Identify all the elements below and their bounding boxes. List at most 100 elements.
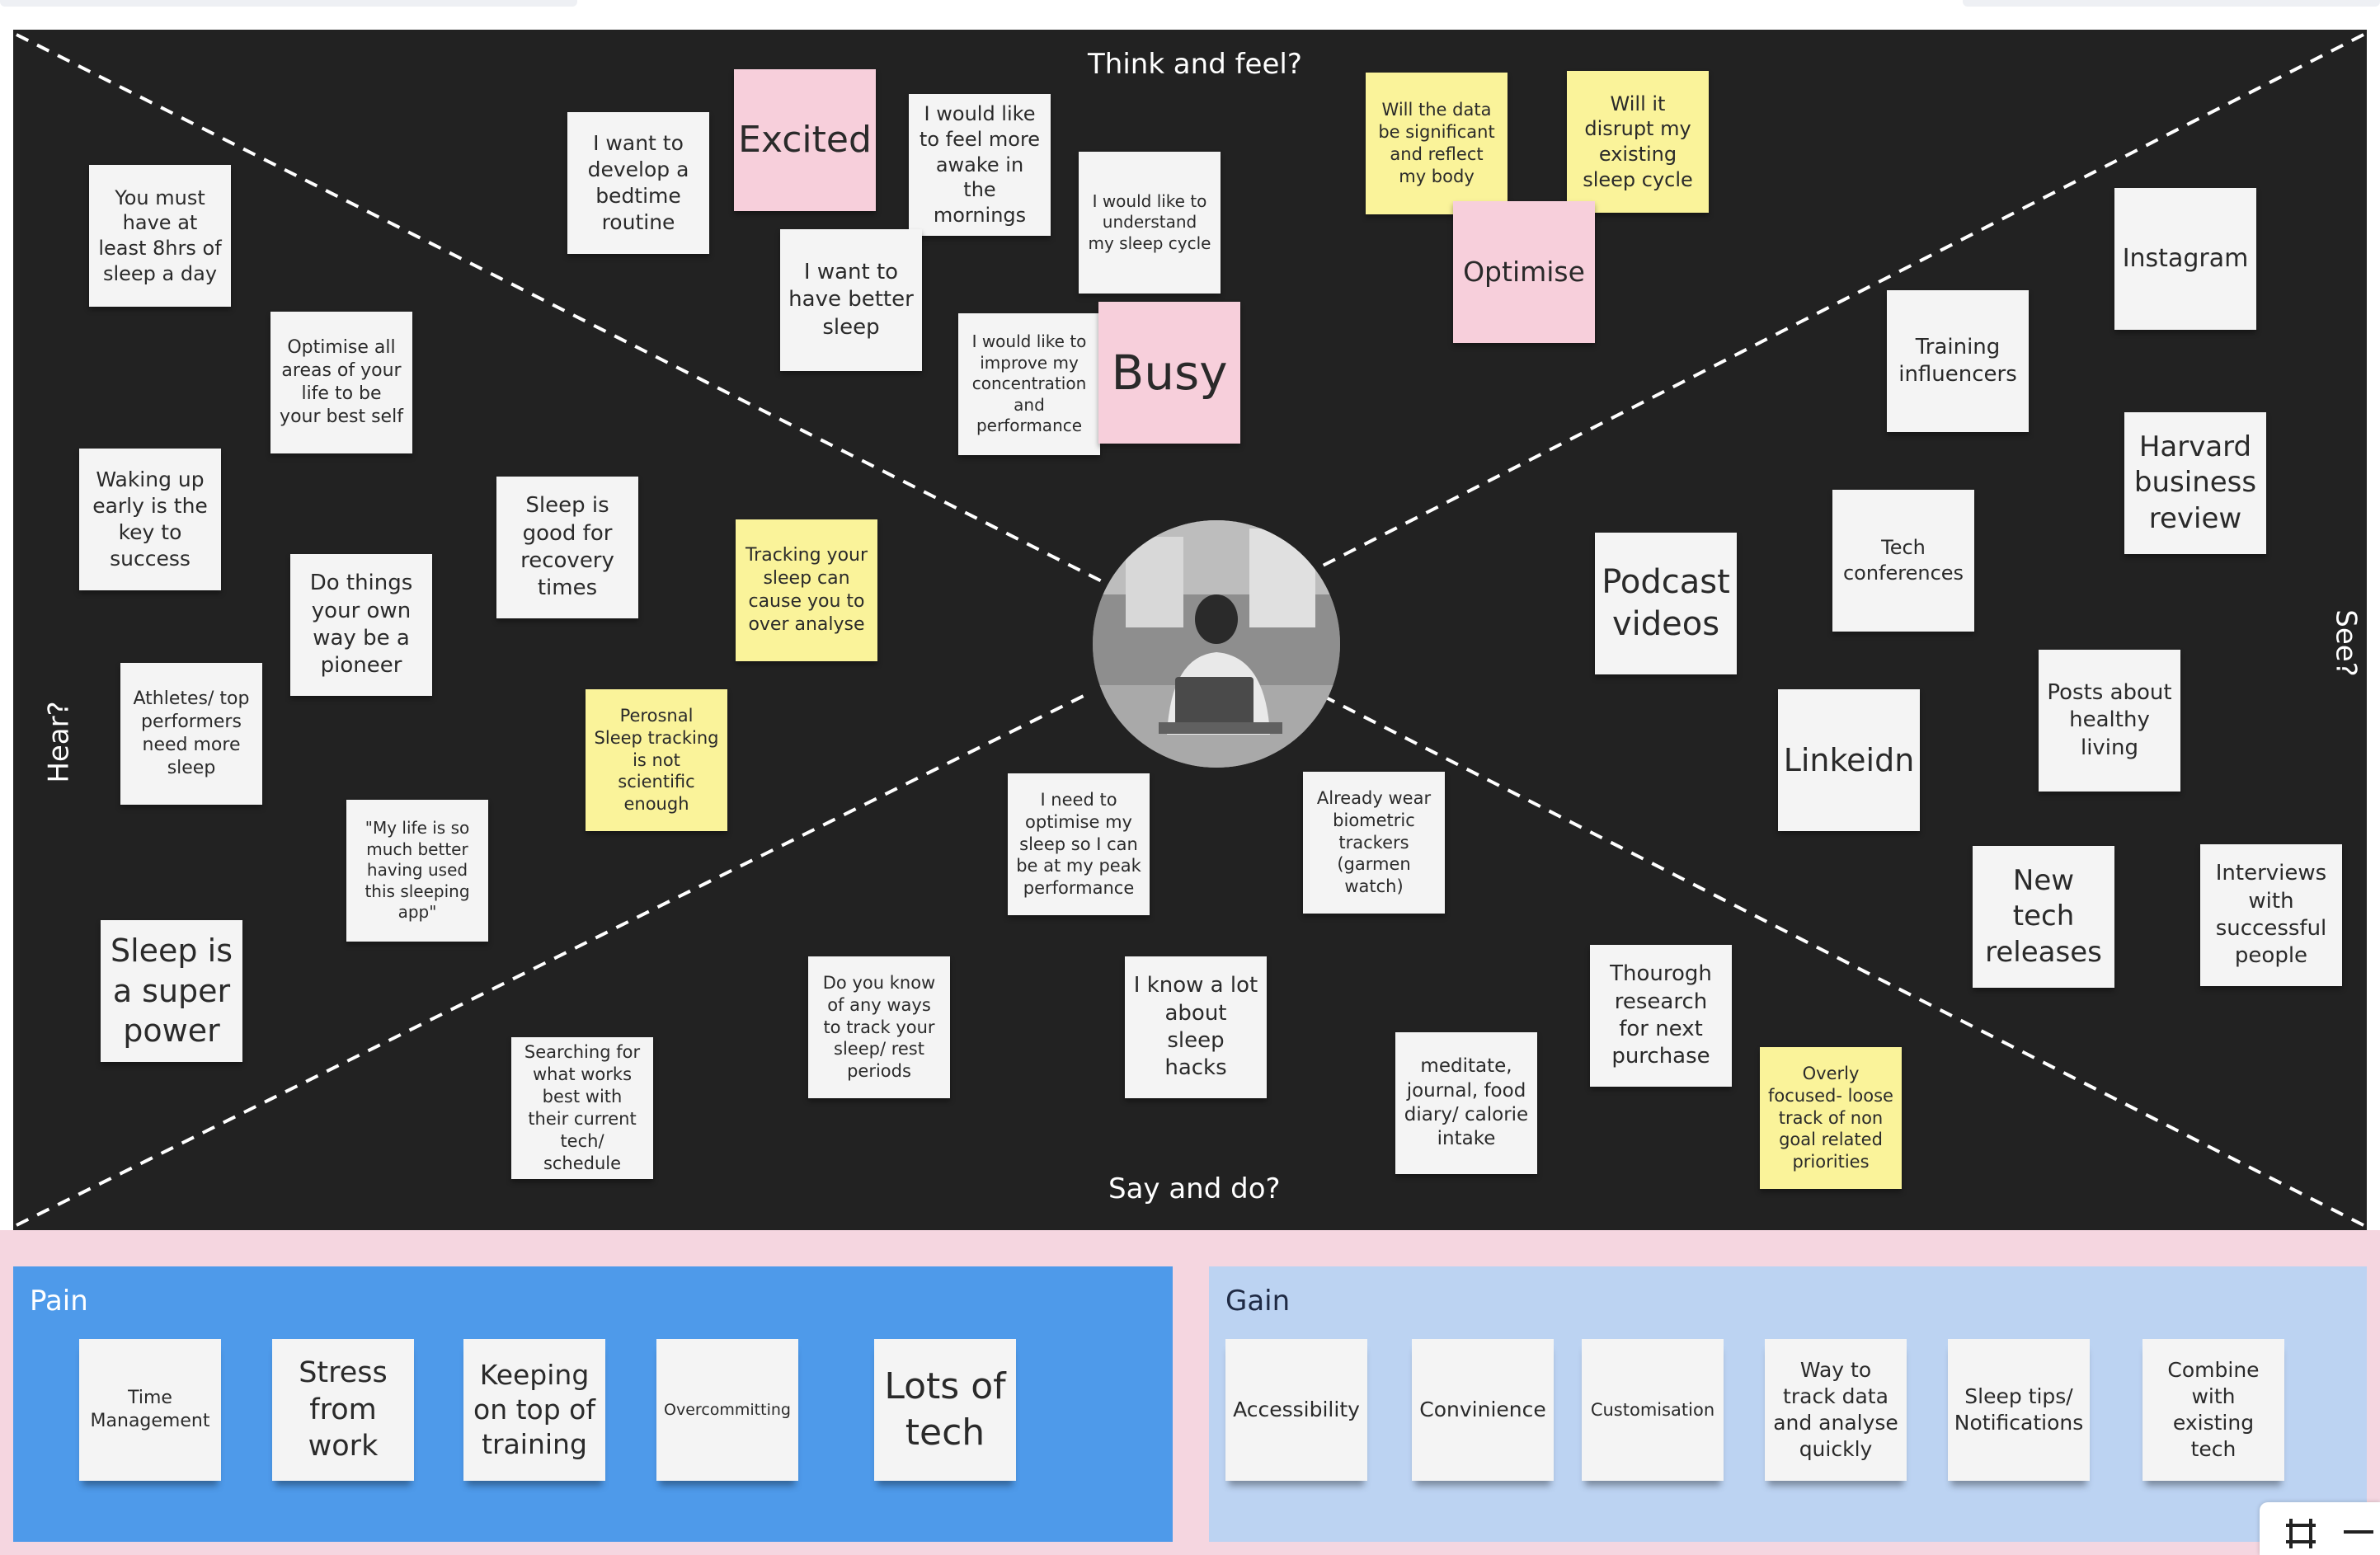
sticky-text: I need to optimise my sleep so I can be … (1016, 789, 1141, 900)
sticky-note[interactable]: Sleep is good for recovery times (496, 477, 638, 618)
sticky-note[interactable]: Optimise all areas of your life to be yo… (270, 312, 412, 453)
quadrant-label-hear: Hear? (43, 701, 76, 782)
pain-title: Pain (30, 1285, 88, 1318)
sticky-text: Sleep is good for recovery times (505, 492, 630, 602)
sticky-text: I know a lot about sleep hacks (1133, 972, 1258, 1082)
gain-panel[interactable]: Gain Accessibility Convinience Customisa… (1209, 1266, 2367, 1542)
sticky-note[interactable]: Perosnal Sleep tracking is not scientifi… (586, 689, 727, 831)
sticky-text: Excited (738, 117, 872, 163)
sticky-note[interactable]: Podcast videos (1595, 533, 1737, 674)
quadrant-label-see: See? (2330, 609, 2363, 676)
gain-sticky-note[interactable]: Accessibility (1225, 1339, 1367, 1481)
sticky-text: Optimise all areas of your life to be yo… (279, 336, 404, 430)
sticky-text: Accessibility (1233, 1397, 1360, 1423)
sticky-text: Convinience (1419, 1397, 1545, 1423)
sticky-note[interactable]: Posts about healthy living (2039, 650, 2180, 792)
sticky-text: Stress from work (280, 1355, 406, 1465)
pain-sticky-note[interactable]: Keeping on top of training (463, 1339, 605, 1481)
sticky-text: You must have at least 8hrs of sleep a d… (97, 186, 223, 287)
sticky-text: New tech releases (1981, 863, 2106, 971)
sticky-text: Tech conferences (1841, 535, 1966, 585)
sticky-text: Way to track data and analyse quickly (1773, 1357, 1898, 1463)
sticky-note[interactable]: Sleep is a super power (101, 920, 242, 1062)
sticky-note[interactable]: Harvard business review (2124, 412, 2266, 554)
sticky-text: Busy (1111, 342, 1227, 403)
sticky-text: I would like to understand my sleep cycl… (1087, 191, 1212, 255)
sticky-text: Athletes/ top performers need more sleep (129, 688, 254, 781)
sticky-note[interactable]: I know a lot about sleep hacks (1125, 956, 1267, 1098)
sticky-text: Posts about healthy living (2047, 679, 2172, 762)
sticky-note[interactable]: Busy (1098, 302, 1240, 444)
sticky-note[interactable]: Linkeidn (1778, 689, 1920, 831)
pain-sticky-note[interactable]: Time Management (79, 1339, 221, 1481)
persona-avatar[interactable] (1093, 520, 1340, 768)
gain-sticky-note[interactable]: Combine with existing tech (2142, 1339, 2284, 1481)
sticky-note[interactable]: I would like to improve my concentration… (958, 313, 1100, 455)
sticky-note[interactable]: You must have at least 8hrs of sleep a d… (89, 165, 231, 307)
sticky-note[interactable]: Interviews with successful people (2200, 844, 2342, 986)
sticky-note[interactable]: "My life is so much better having used t… (346, 800, 488, 942)
sticky-note[interactable]: Training influencers (1887, 290, 2029, 432)
pain-sticky-note[interactable]: Stress from work (272, 1339, 414, 1481)
sticky-text: Do things your own way be a pioneer (299, 570, 424, 679)
sticky-text: Waking up early is the key to success (87, 467, 213, 572)
sticky-note[interactable]: Tracking your sleep can cause you to ove… (736, 519, 877, 661)
frame-icon[interactable] (2283, 1515, 2319, 1552)
sticky-text: Do you know of any ways to track your sl… (816, 972, 942, 1083)
gain-title: Gain (1225, 1285, 1290, 1318)
pain-sticky-note[interactable]: Lots of tech (874, 1339, 1016, 1481)
gain-sticky-note[interactable]: Convinience (1412, 1339, 1554, 1481)
sticky-text: Combine with existing tech (2151, 1357, 2276, 1463)
sticky-note[interactable]: I would like to feel more awake in the m… (909, 94, 1051, 236)
sticky-note[interactable]: Tech conferences (1832, 490, 1974, 632)
sticky-text: Lots of tech (882, 1364, 1008, 1457)
sticky-note[interactable]: meditate, journal, food diary/ calorie i… (1395, 1032, 1537, 1174)
sticky-note[interactable]: Instagram (2114, 188, 2256, 330)
sticky-text: Time Management (87, 1387, 213, 1433)
minus-icon[interactable] (2342, 1527, 2375, 1537)
pain-panel[interactable]: Pain Time Management Stress from work Ke… (13, 1266, 1173, 1542)
gain-sticky-note[interactable]: Way to track data and analyse quickly (1765, 1339, 1907, 1481)
sticky-text: "My life is so much better having used t… (355, 818, 480, 923)
sticky-note[interactable]: Will it disrupt my existing sleep cycle (1567, 71, 1709, 213)
sticky-note[interactable]: Will the data be significant and reflect… (1366, 73, 1507, 214)
sticky-text: Instagram (2123, 243, 2249, 275)
gain-sticky-note[interactable]: Customisation (1582, 1339, 1724, 1481)
quadrant-label-think: Think and feel? (1088, 48, 1302, 81)
sticky-text: Already wear biometric trackers (garmen … (1311, 787, 1437, 898)
top-bar (0, 0, 2380, 25)
quadrant-label-say: Say and do? (1108, 1172, 1281, 1205)
sticky-note[interactable]: Do you know of any ways to track your sl… (808, 956, 950, 1098)
sticky-text: Training influencers (1895, 334, 2020, 389)
sticky-text: I want to have better sleep (788, 259, 914, 341)
sticky-text: Sleep tips/ Notifications (1954, 1384, 2083, 1436)
pain-sticky-note[interactable]: Overcommitting (656, 1339, 798, 1481)
sticky-note[interactable]: Already wear biometric trackers (garmen … (1303, 772, 1445, 914)
sticky-text: I would like to improve my concentration… (967, 331, 1092, 437)
sticky-note[interactable]: Do things your own way be a pioneer (290, 554, 432, 696)
sticky-text: Perosnal Sleep tracking is not scientifi… (594, 705, 719, 815)
sticky-note[interactable]: I want to develop a bedtime routine (567, 112, 709, 254)
sticky-text: Customisation (1591, 1399, 1714, 1421)
sticky-text: meditate, journal, food diary/ calorie i… (1404, 1055, 1529, 1152)
gain-sticky-note[interactable]: Sleep tips/ Notifications (1948, 1339, 2090, 1481)
top-bar-shadow-left (0, 0, 577, 7)
empathy-map-board[interactable]: Think and feel? Say and do? Hear? See? I… (13, 30, 2367, 1230)
sticky-note[interactable]: I need to optimise my sleep so I can be … (1008, 773, 1150, 915)
sticky-note[interactable]: Waking up early is the key to success (79, 449, 221, 590)
zoom-toolbar[interactable] (2260, 1502, 2380, 1555)
sticky-note[interactable]: New tech releases (1973, 846, 2114, 988)
top-bar-shadow-right (1963, 0, 2380, 7)
sticky-note[interactable]: I would like to understand my sleep cycl… (1079, 152, 1221, 294)
sticky-text: Will it disrupt my existing sleep cycle (1575, 92, 1700, 193)
sticky-text: Linkeidn (1784, 740, 1915, 781)
sticky-note[interactable]: I want to have better sleep (780, 229, 922, 371)
sticky-note[interactable]: Thourogh research for next purchase (1590, 945, 1732, 1087)
sticky-note[interactable]: Overly focused- loose track of non goal … (1760, 1047, 1902, 1189)
sticky-note[interactable]: Optimise (1453, 201, 1595, 343)
sticky-note[interactable]: Excited (734, 69, 876, 211)
sticky-text: Sleep is a super power (109, 931, 234, 1051)
sticky-note[interactable]: Searching for what works best with their… (511, 1037, 653, 1179)
sticky-note[interactable]: Athletes/ top performers need more sleep (120, 663, 262, 805)
